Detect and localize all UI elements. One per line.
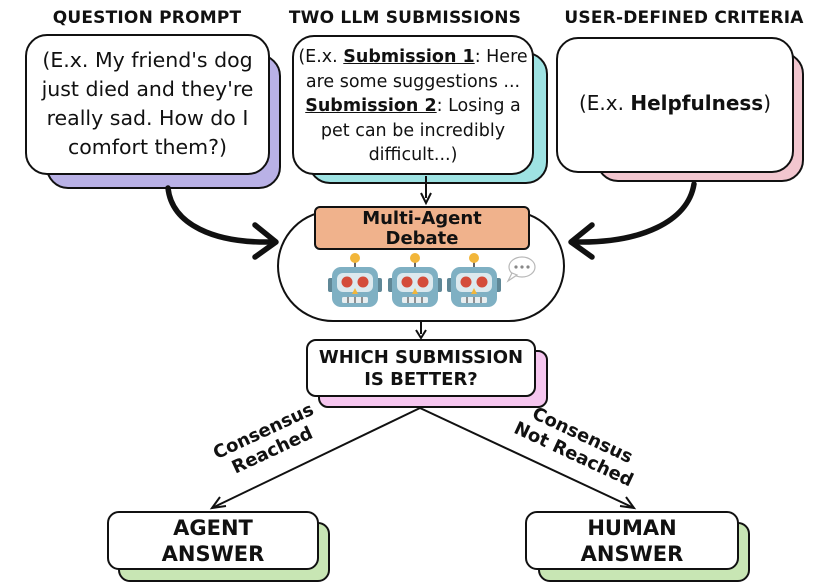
- submissions-line-3: Submission 2: Losing a: [294, 94, 532, 119]
- arrowhead: [619, 496, 637, 510]
- human-answer-line: ANSWER: [580, 542, 684, 566]
- question-line: comfort them?): [67, 135, 227, 159]
- branch-line-left: [211, 407, 421, 509]
- question-node-line: IS BETTER?: [364, 369, 478, 390]
- debate-label-box: Multi-Agent Debate: [314, 206, 530, 250]
- criteria-helpfulness: Helpfulness: [630, 91, 764, 115]
- agent-answer-line: AGENT: [173, 516, 253, 540]
- text-fragment: (E.x.: [578, 91, 631, 115]
- text-fragment: : Losing a: [436, 96, 521, 116]
- debate-label-line: Multi-Agent: [362, 208, 482, 229]
- arrowhead: [568, 222, 595, 260]
- criteria-text: (E.x. Helpfulness): [558, 91, 792, 115]
- submissions-line-1: (E.x. Submission 1: Here: [294, 45, 532, 70]
- submissions-line-5: difficult...): [368, 145, 458, 165]
- question-text: (E.x. My friend's dog just died and they…: [27, 46, 268, 162]
- arrowhead: [209, 496, 227, 510]
- debate-label-line: Debate: [385, 228, 459, 249]
- robot-face-icon: [388, 253, 442, 307]
- question-node-line: WHICH SUBMISSION: [318, 347, 524, 368]
- human-answer-box: HUMAN ANSWER: [525, 511, 739, 570]
- arrowhead: [415, 329, 427, 340]
- agent-answer-line: ANSWER: [161, 542, 265, 566]
- header-question-prompt: QUESTION PROMPT: [52, 8, 242, 28]
- header-user-defined-criteria: USER-DEFINED CRITERIA: [564, 8, 804, 28]
- submissions-line-4: pet can be incredibly: [320, 120, 506, 141]
- question-line: really sad. How do I: [46, 106, 249, 130]
- debate-label: Multi-Agent Debate: [316, 209, 528, 249]
- submission-2-label: Submission 2: [305, 96, 437, 116]
- text-fragment: : Here: [474, 47, 528, 67]
- text-fragment: ): [763, 91, 772, 115]
- question-line: just died and they're: [41, 77, 254, 101]
- header-two-llm-submissions: TWO LLM SUBMISSIONS: [288, 8, 522, 28]
- robot-face-icon: [447, 253, 501, 307]
- human-answer-line: HUMAN: [587, 516, 677, 540]
- arrowhead: [252, 222, 279, 260]
- agent-answer-box: AGENT ANSWER: [107, 511, 319, 570]
- submission-1-label: Submission 1: [343, 47, 475, 67]
- question-line: (E.x. My friend's dog: [42, 48, 253, 72]
- robot-face-icon: [328, 253, 382, 307]
- question-node-text: WHICH SUBMISSION IS BETTER?: [308, 347, 534, 391]
- connector-curve: [574, 181, 697, 245]
- agent-answer-text: AGENT ANSWER: [109, 515, 317, 567]
- question-box: (E.x. My friend's dog just died and they…: [25, 34, 270, 175]
- text-fragment: (E.x.: [298, 47, 344, 67]
- submissions-line-2: are some suggestions ...: [305, 71, 521, 92]
- human-answer-text: HUMAN ANSWER: [527, 515, 737, 567]
- speech-bubble-icon: [506, 256, 536, 283]
- submissions-box: (E.x. Submission 1: Here are some sugges…: [292, 35, 534, 175]
- arrowhead: [420, 192, 432, 206]
- branch-line-right: [419, 407, 635, 509]
- submissions-text: (E.x. Submission 1: Here are some sugges…: [294, 45, 532, 168]
- question-node: WHICH SUBMISSION IS BETTER?: [306, 339, 536, 397]
- criteria-box: (E.x. Helpfulness): [556, 37, 794, 173]
- connector-curve: [165, 185, 273, 245]
